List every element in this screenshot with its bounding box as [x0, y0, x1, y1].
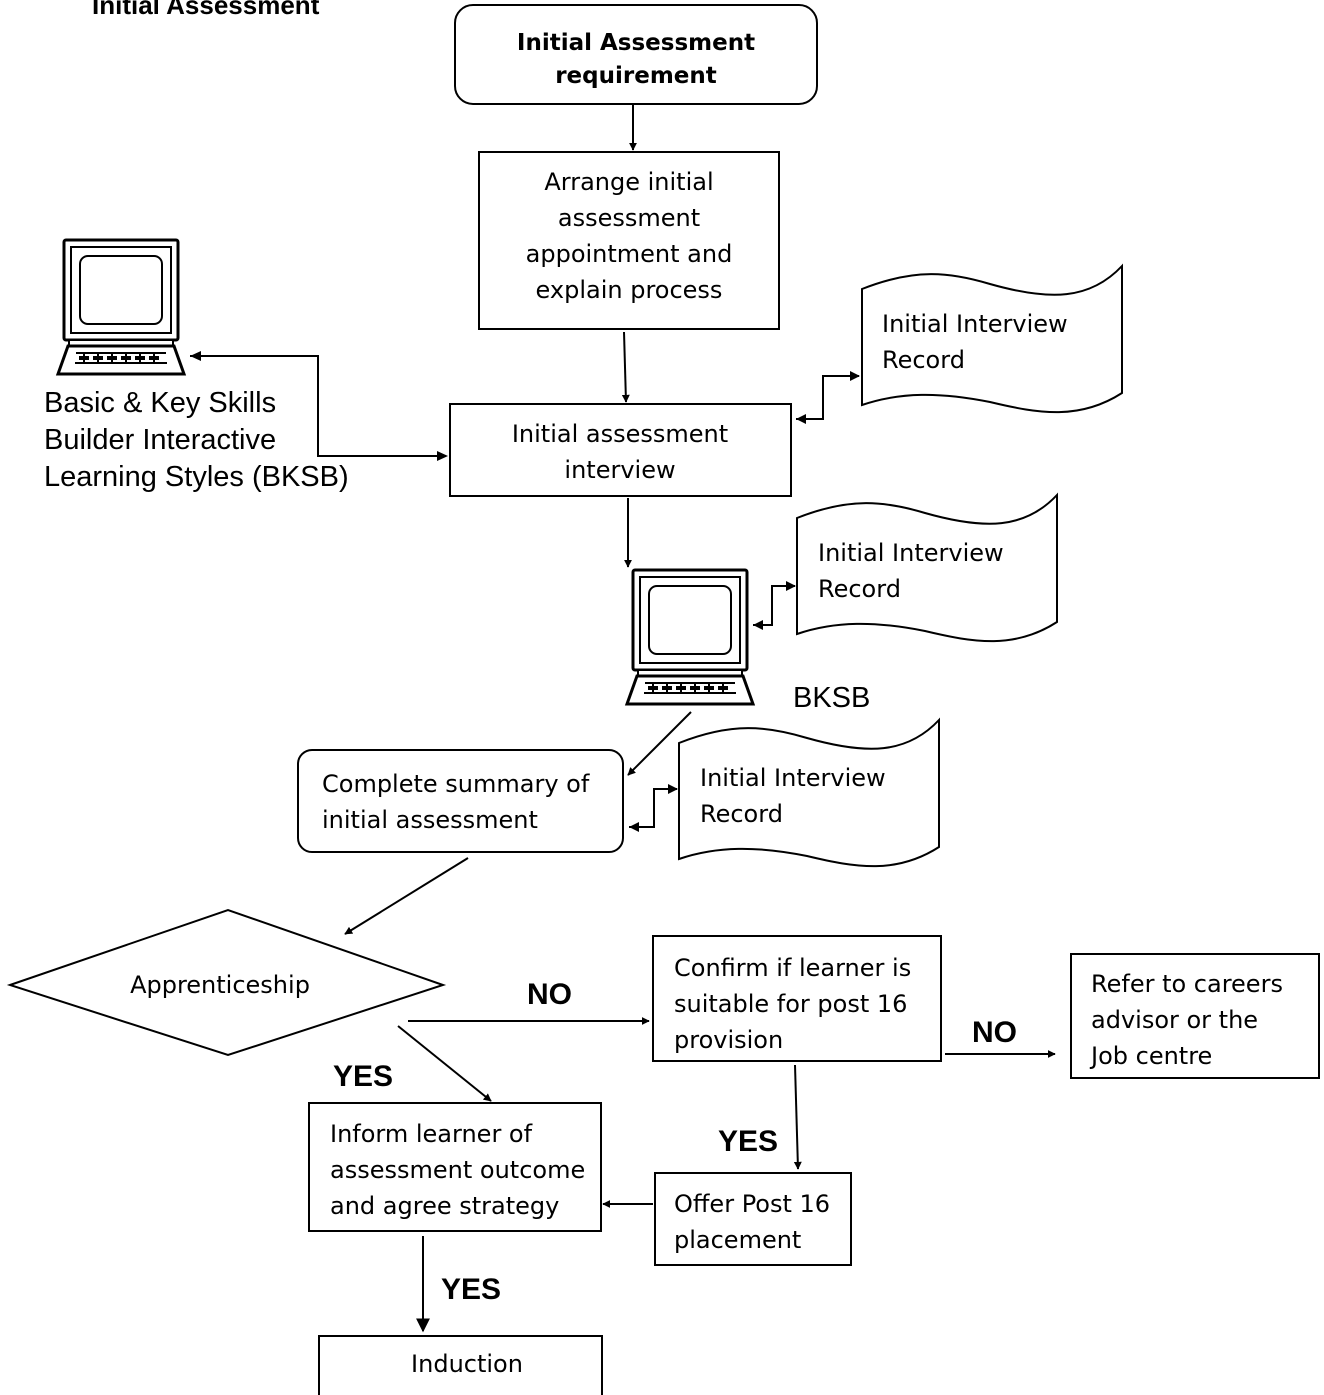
- edge-label-yes-2: YES: [718, 1125, 778, 1158]
- inform-learner-node: Inform learner of assessment outcome and a…: [308, 1102, 602, 1232]
- edge-label-no-2: NO: [972, 1016, 1017, 1049]
- inform-line: and agree strategy: [330, 1192, 559, 1220]
- record3-line: Record: [700, 800, 783, 828]
- assessment-interview-node: Initial assessment interview: [449, 403, 792, 497]
- arrow-bksb-to-summary: [627, 711, 692, 776]
- refer-line: Job centre: [1089, 1042, 1212, 1070]
- arrow-summary-record-3: [629, 788, 677, 828]
- arrow-confirm-yes-to-offer: [793, 1064, 802, 1170]
- start-line: Initial Assessment: [517, 30, 755, 56]
- summary-line: initial assessment: [322, 806, 538, 834]
- edge-label-no-1: NO: [527, 978, 572, 1011]
- bksb-computer-icon-center: [625, 568, 755, 706]
- offer-line: placement: [674, 1226, 801, 1254]
- assessment-interview-label: Initial assessment interview: [512, 420, 728, 484]
- connector-arrowheads: [190, 351, 860, 832]
- confirm-suitability-label: Confirm if learner is suitable for post 1…: [674, 954, 911, 1054]
- bksb-full-line: Builder Interactive: [44, 424, 276, 456]
- bksb-full-line: Learning Styles (BKSB): [44, 461, 349, 493]
- confirm-suitability-node: Confirm if learner is suitable for post 1…: [652, 935, 942, 1062]
- bksb-computer-icon-left: [56, 238, 186, 376]
- arrange-appointment-label: Arrange initial assessment appointment and…: [526, 168, 733, 304]
- arrange-line: Arrange initial: [544, 168, 713, 196]
- arrange-line: assessment: [558, 204, 700, 232]
- interview-line: Initial assessment: [512, 420, 728, 448]
- induction-node: Induction: [318, 1335, 603, 1395]
- summary-label: Complete summary of initial assessment: [322, 770, 590, 834]
- record3-line: Initial Interview: [700, 764, 886, 792]
- arrow-interview-record-1: [796, 375, 859, 420]
- bksb-full-line: Basic & Key Skills: [44, 387, 276, 419]
- start-node: Initial Assessment requirement: [454, 4, 818, 105]
- summary-node: Complete summary of initial assessment: [297, 749, 624, 853]
- apprenticeship-decision: Apprenticeship: [6, 908, 447, 1057]
- arrow-bksb-record-2: [753, 585, 795, 626]
- start-node-label: Initial Assessment requirement: [517, 30, 755, 89]
- inform-line: assessment outcome: [330, 1156, 585, 1184]
- confirm-line: suitable for post 16: [674, 990, 907, 1018]
- start-line: requirement: [555, 63, 717, 89]
- inform-line: Inform learner of: [330, 1120, 533, 1148]
- refer-line: Refer to careers: [1091, 970, 1283, 998]
- record2-line: Record: [818, 575, 901, 603]
- arrow-arrange-to-interview: [621, 331, 630, 403]
- interview-line: interview: [564, 456, 675, 484]
- record1-line: Initial Interview: [882, 310, 1068, 338]
- arrow-summary-to-decision: [344, 857, 469, 935]
- page-title: Initial Assessment: [92, 0, 320, 20]
- record2-line: Initial Interview: [818, 539, 1004, 567]
- arrow-bksb-interview-link: [190, 355, 447, 460]
- arrow-decision-yes-to-inform: [397, 1025, 492, 1102]
- confirm-line: Confirm if learner is: [674, 954, 911, 982]
- offer-line: Offer Post 16: [674, 1190, 830, 1218]
- offer-placement-label: Offer Post 16 placement: [674, 1190, 830, 1254]
- inform-learner-label: Inform learner of assessment outcome and a…: [330, 1120, 585, 1220]
- arrange-line: appointment and: [526, 240, 733, 268]
- record1-line: Record: [882, 346, 965, 374]
- summary-line: Complete summary of: [322, 770, 590, 798]
- offer-placement-node: Offer Post 16 placement: [654, 1172, 852, 1266]
- arrange-line: explain process: [536, 276, 723, 304]
- confirm-line: provision: [674, 1026, 783, 1054]
- edge-label-yes-3: YES: [441, 1273, 501, 1306]
- refer-line: advisor or the: [1091, 1006, 1258, 1034]
- edge-label-yes-1: YES: [333, 1060, 393, 1093]
- connectors: [190, 104, 1056, 1333]
- bksb-short-label: BKSB: [793, 682, 870, 714]
- arrange-appointment-node: Arrange initial assessment appointment and…: [478, 151, 780, 330]
- induction-label: Induction: [411, 1350, 523, 1378]
- apprenticeship-decision-label: Apprenticeship: [130, 971, 310, 999]
